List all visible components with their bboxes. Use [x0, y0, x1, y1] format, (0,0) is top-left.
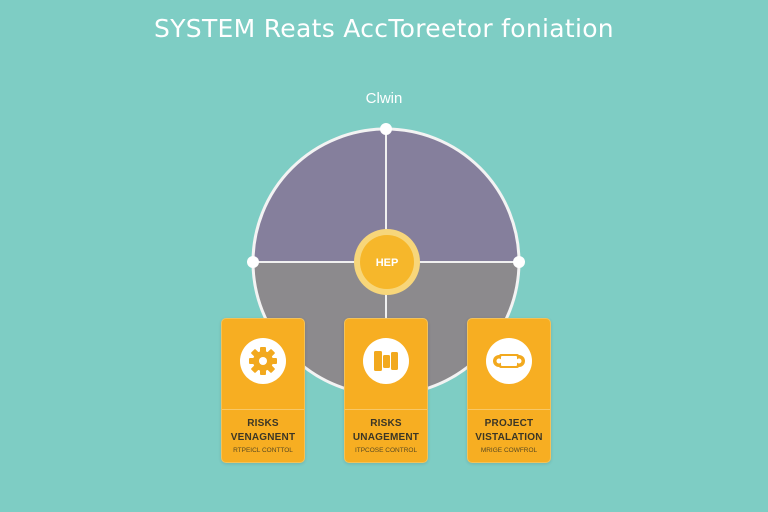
node-top [380, 123, 392, 135]
card-icon-badge [486, 338, 532, 384]
hub-label: HEP [375, 257, 399, 269]
hub-circle [360, 235, 414, 289]
card-title: PROJECT VISTALATION [475, 418, 543, 443]
card-subtitle: ITPCOSE CONTROL [354, 447, 418, 454]
card-icon-badge [240, 338, 286, 384]
blocks-icon [374, 351, 398, 371]
card-risks-venagnent: RISKS VENAGNENT RTPEICL CONTTOL [221, 318, 305, 463]
top-label: Clwin [365, 90, 403, 107]
card-subtitle: MRIGE COWFROL [480, 447, 538, 454]
card-icon-badge [363, 338, 409, 384]
gear-icon [249, 347, 277, 375]
card-title: RISKS UNAGEMENT [352, 418, 420, 443]
node-right [513, 256, 525, 268]
card-subtitle: RTPEICL CONTTOL [233, 447, 293, 454]
card-risks-unagement: RISKS UNAGEMENT ITPCOSE CONTROL [344, 318, 428, 463]
diagram-title: SYSTEM Reats AccToreetor foniation [154, 14, 614, 43]
card-project-vistalation: PROJECT VISTALATION MRIGE COWFROL [467, 318, 551, 463]
scroll-icon [493, 354, 525, 368]
node-left [247, 256, 259, 268]
card-title: RISKS VENAGNENT [230, 418, 296, 443]
